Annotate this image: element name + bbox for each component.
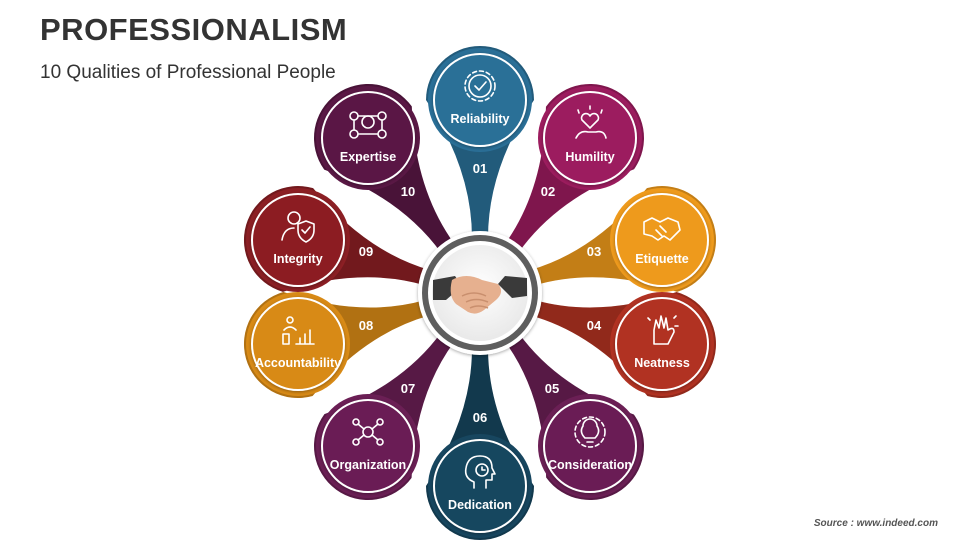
petal-accountability: Accountability 08 — [243, 292, 430, 399]
petal-number: 01 — [473, 161, 487, 176]
source-note: Source : www.indeed.com — [813, 518, 938, 529]
handshake-icon — [643, 217, 681, 241]
petal-inner-ring — [321, 91, 415, 185]
network-people-icon — [352, 418, 384, 446]
petal-inner-ring — [433, 53, 527, 147]
gear-bulb-icon — [574, 416, 606, 448]
petal-inner-ring — [615, 193, 709, 287]
petal-label: Reliability — [450, 112, 509, 126]
petal-inner-ring — [321, 399, 415, 493]
team-network-icon — [349, 111, 387, 139]
petal-number: 06 — [473, 410, 487, 425]
person-shield-icon — [281, 211, 315, 243]
petal-inner-ring — [251, 193, 345, 287]
petal-number: 10 — [401, 184, 415, 199]
petal-label: Consideration — [548, 458, 632, 472]
petal-humility: Humility 02 — [505, 83, 645, 253]
petal-integrity: Integrity 09 — [243, 185, 430, 292]
petal-consideration: Consideration 05 — [505, 332, 644, 501]
petal-organization: Organization 07 — [314, 332, 454, 500]
petal-number: 02 — [541, 184, 555, 199]
petal-inner-ring — [543, 91, 637, 185]
petal-number: 05 — [545, 381, 559, 396]
clean-hand-icon — [647, 315, 679, 345]
petal-reliability: Reliability 01 — [426, 46, 534, 238]
handshake-icon — [433, 276, 527, 314]
petal-etiquette: Etiquette 03 — [530, 185, 717, 292]
head-clock-icon — [464, 455, 496, 489]
gear-check-icon — [464, 70, 496, 102]
slide-subtitle: 10 Qualities of Professional People — [40, 62, 336, 83]
petal-label: Neatness — [634, 356, 690, 370]
petal-label: Expertise — [340, 150, 396, 164]
petal-number: 09 — [359, 244, 373, 259]
petal-label: Organization — [330, 458, 406, 472]
center-hub — [418, 231, 542, 355]
petal-label: Etiquette — [635, 252, 689, 266]
person-chart-icon — [282, 316, 315, 345]
petal-inner-ring — [433, 439, 527, 533]
petal-expertise: Expertise 10 — [313, 84, 455, 254]
petal-number: 07 — [401, 381, 415, 396]
petal-label: Humility — [565, 150, 614, 164]
petal-label: Integrity — [273, 252, 322, 266]
petal-number: 04 — [587, 318, 602, 333]
petal-neatness: Neatness 04 — [530, 292, 716, 398]
petal-dedication: Dedication 06 — [426, 348, 534, 540]
petal-label: Accountability — [255, 356, 341, 370]
petal-inner-ring — [543, 399, 637, 493]
petal-number: 03 — [587, 244, 601, 259]
heart-hand-icon — [575, 105, 607, 139]
slide-title: PROFESSIONALISM — [40, 12, 348, 47]
petal-number: 08 — [359, 318, 373, 333]
petal-label: Dedication — [448, 498, 512, 512]
